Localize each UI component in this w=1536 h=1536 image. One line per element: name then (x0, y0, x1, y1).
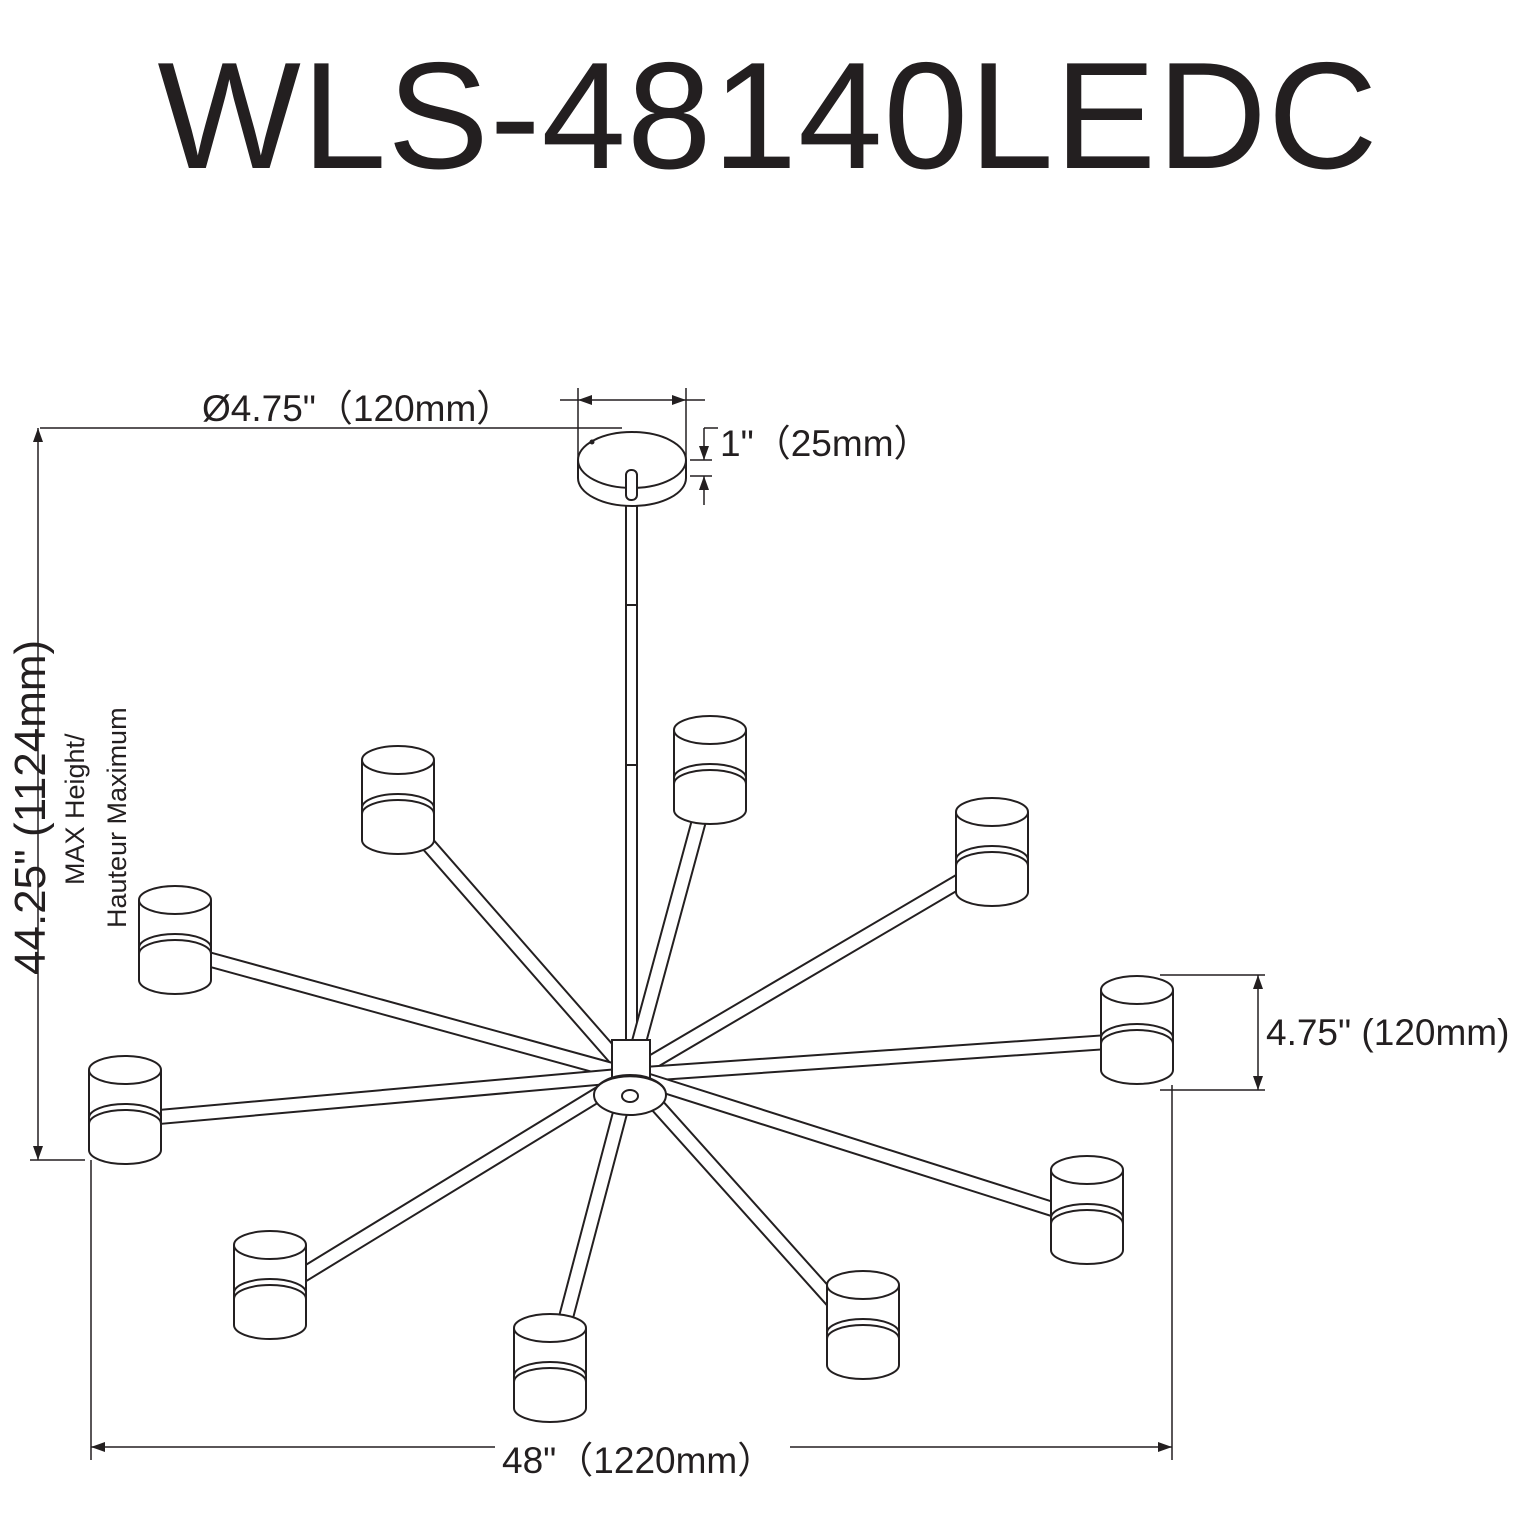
shade-height-label: 4.75" (120mm) (1266, 1012, 1510, 1053)
shade-band (1050, 1203, 1124, 1219)
shade-top-edge (361, 759, 435, 775)
shade-top-edge (673, 729, 747, 745)
arrow-icon (1158, 1442, 1172, 1452)
arm (628, 1033, 1119, 1084)
arrow-icon (699, 446, 709, 460)
arrow-icon (33, 1146, 43, 1160)
canopy-height-label: 1"（25mm） (720, 423, 931, 464)
shade-band (233, 1278, 307, 1294)
shade-band (1100, 1023, 1174, 1039)
shade-top-edge (233, 1244, 307, 1260)
arrow-icon (1253, 975, 1263, 989)
shade-top-edge (1100, 989, 1174, 1005)
shade-band (361, 793, 435, 809)
arrow-icon (33, 428, 43, 442)
arrow-icon (91, 1442, 105, 1452)
canopy-diameter-label: Ø4.75"（120mm） (202, 388, 514, 429)
shade-top-edge (513, 1327, 587, 1343)
shade-top-edge (826, 1284, 900, 1300)
shade-diffuser (361, 799, 435, 815)
shade-top-edge (955, 811, 1029, 827)
shade-top-edge (138, 899, 212, 915)
shade-diffuser (826, 1324, 900, 1340)
arrow-icon (699, 476, 709, 490)
overall-width-label: 48"（1220mm） (502, 1440, 775, 1481)
shade-band (513, 1361, 587, 1377)
hub-nut (621, 1089, 639, 1103)
hub-body (611, 1039, 651, 1081)
shade-band (673, 763, 747, 779)
shade-diffuser (138, 939, 212, 955)
shade-diffuser (1050, 1209, 1124, 1225)
shade-top-edge (1050, 1169, 1124, 1185)
downrod (625, 477, 638, 1049)
shade-diffuser (513, 1367, 587, 1383)
rod-top (625, 469, 638, 501)
max-height-label: 44.25" (1124mm) (6, 639, 55, 975)
shade-band (955, 845, 1029, 861)
shade-diffuser (233, 1284, 307, 1300)
shade-diffuser (88, 1109, 162, 1125)
shade-band (138, 933, 212, 949)
shade-diffuser (673, 769, 747, 785)
shade-diffuser (955, 851, 1029, 867)
canopy-screw-icon (589, 439, 595, 445)
arrow-icon (672, 395, 686, 405)
shade-top-edge (88, 1069, 162, 1085)
arrow-icon (1253, 1076, 1263, 1090)
shade-band (826, 1318, 900, 1334)
max-height-label-en: MAX Height/ (60, 733, 90, 885)
arm (191, 947, 634, 1083)
shade-diffuser (1100, 1029, 1174, 1045)
max-height-label-fr: Hauteur Maximum (102, 707, 132, 928)
arrow-icon (578, 395, 592, 405)
model-title: WLS-48140LEDC (157, 31, 1379, 201)
shade-band (88, 1103, 162, 1119)
hub-rim (594, 1075, 666, 1091)
